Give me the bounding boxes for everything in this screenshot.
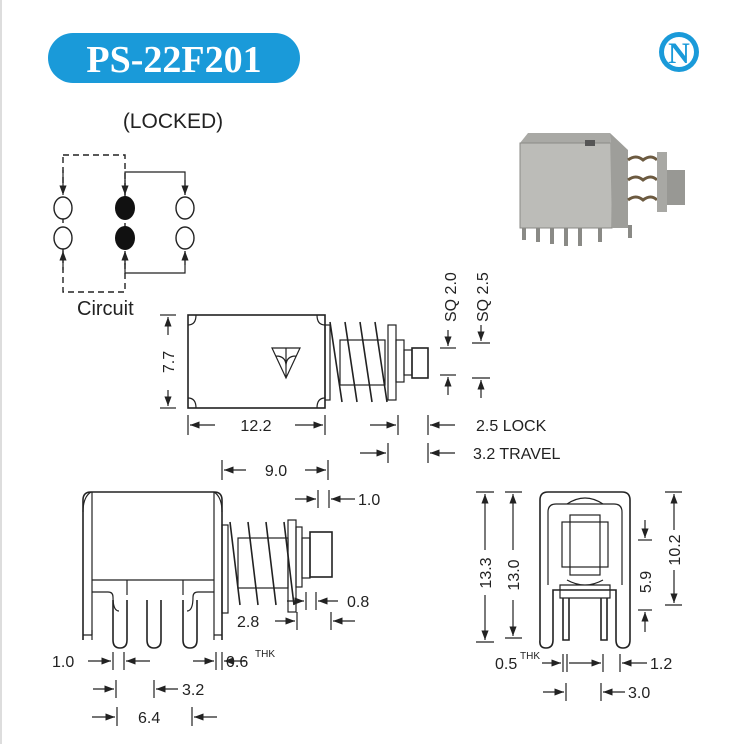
state-label: (LOCKED) xyxy=(123,110,223,133)
dim-height-13-0: 13.0 xyxy=(506,559,523,590)
dim-height-7-7: 7.7 xyxy=(161,351,178,373)
thk-label: THK xyxy=(255,649,275,660)
top-view-drawing xyxy=(187,314,429,409)
dim-body-9-0: 9.0 xyxy=(265,463,287,480)
brand-logo: N xyxy=(659,32,699,72)
front-view-drawing xyxy=(539,491,631,649)
dim-button-5-9: 5.9 xyxy=(638,571,655,593)
model-title: PS-22F201 xyxy=(86,39,261,81)
circuit-label: Circuit xyxy=(77,298,134,320)
front-view-dimensions xyxy=(476,491,682,701)
dim-total-height-13-3: 13.3 xyxy=(478,557,495,588)
dim-sq-2-5: SQ 2.5 xyxy=(475,272,492,322)
dim-flange-1-0: 1.0 xyxy=(358,492,380,509)
product-photo xyxy=(519,133,685,246)
dim-pitch-3-2: 3.2 xyxy=(182,682,204,699)
dim-pin-thk-0-5: 0.5 xyxy=(495,656,517,673)
circuit-diagram xyxy=(53,154,195,293)
brand-logo-letter: N xyxy=(668,37,690,70)
dim-length-12-2: 12.2 xyxy=(240,418,271,435)
top-view-dimensions xyxy=(160,314,490,463)
dim-pin-spacing-3-0: 3.0 xyxy=(628,685,650,702)
front-thk-label: THK xyxy=(520,651,540,662)
dim-pin-gap-1-2: 1.2 xyxy=(650,656,672,673)
dim-pin-1-0: 1.0 xyxy=(52,654,74,671)
dim-span-6-4: 6.4 xyxy=(138,710,160,727)
dim-gap-0-8: 0.8 xyxy=(347,594,369,611)
dim-lock: 2.5 LOCK xyxy=(476,418,547,435)
dim-travel: 3.2 TRAVEL xyxy=(473,446,561,463)
dim-thickness-0-6: 0.6 xyxy=(226,654,248,671)
dim-sq-2-0: SQ 2.0 xyxy=(443,272,460,322)
model-title-badge: PS-22F201 xyxy=(48,33,300,83)
side-view-dimensions xyxy=(88,460,355,726)
dim-offset-2-8: 2.8 xyxy=(237,614,259,631)
dim-upper-10-2: 10.2 xyxy=(667,534,684,565)
side-view-drawing xyxy=(82,491,333,649)
